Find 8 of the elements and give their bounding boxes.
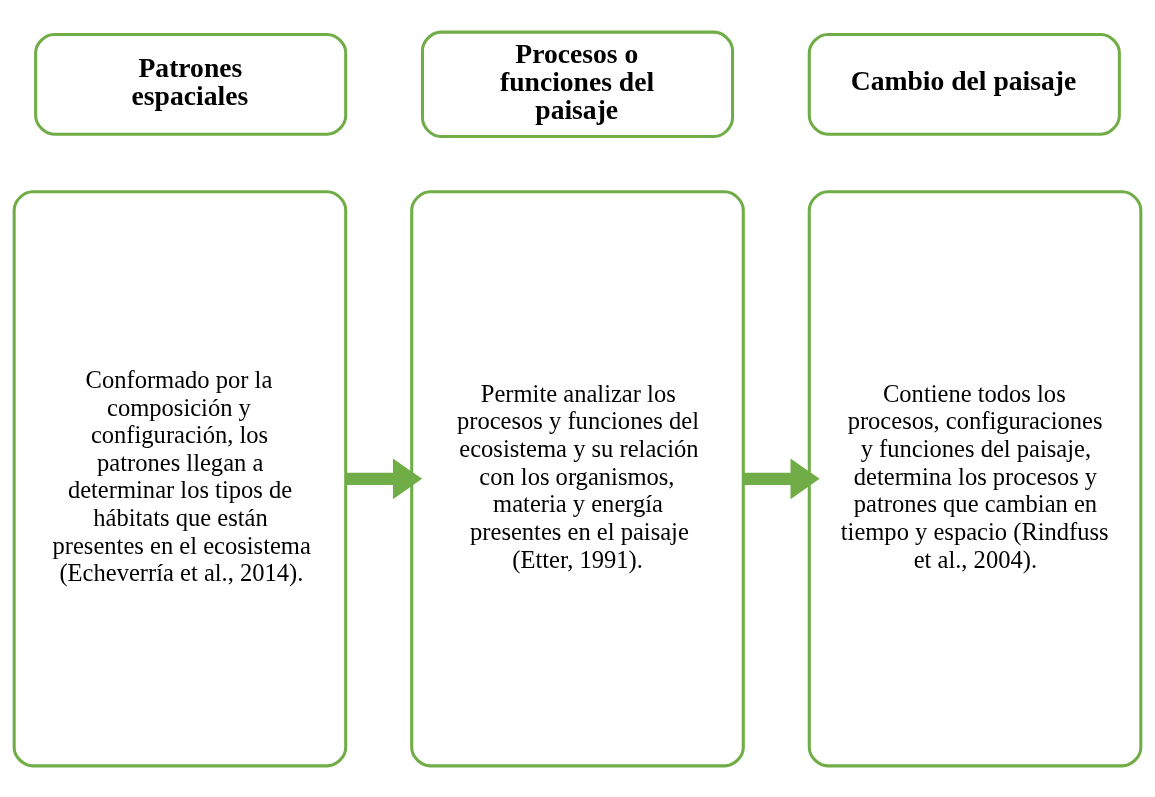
node-box: Conformado por la composición y configuración, los patrones llegan a determinar los tipos de hábitats que están presentes en el ecosistema (Echeverría et al., 2014). bbox=[12, 189, 348, 767]
arrow bbox=[743, 457, 820, 499]
node-box: Patrones espaciales bbox=[34, 32, 348, 136]
node-box: Procesos o funciones del paisaje bbox=[420, 30, 735, 138]
node-box: Permite analizar los procesos y funciones del ecosistema y su relación con los organismos, materia y energía presentes en el paisaje (Etter, 1991). bbox=[410, 189, 745, 767]
node-box: Contiene todos los procesos, configuraciones y funciones del paisaje, determina los procesos y patrones que cambian en tiempo y espacio (Rindfuss et al., 2004). bbox=[807, 189, 1143, 767]
arrow bbox=[345, 457, 423, 499]
node-box: Cambio del paisaje bbox=[807, 32, 1121, 136]
